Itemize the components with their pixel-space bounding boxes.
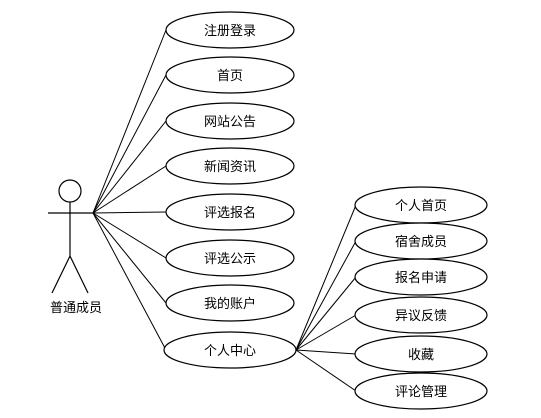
use-case-label: 宿舍成员 [395,234,447,250]
assoc-objection-feedback [295,314,357,351]
actor-name: 普通成员 [50,301,102,316]
actor-figure: 普通成员 [48,179,102,316]
actor-right-leg [69,255,89,294]
assoc-selection-publicity [92,212,167,259]
use-case-label: 评论管理 [395,385,447,400]
actor-head [58,179,82,203]
use-case-signup-application: 报名申请 [354,258,488,296]
use-case-personal-center: 个人中心 [163,331,297,369]
assoc-selection-signup [92,211,167,214]
use-case-objection-feedback: 异议反馈 [354,296,488,334]
use-case-label: 个人中心 [204,344,256,359]
assoc-comment-management [295,349,357,392]
assoc-my-account [92,212,167,304]
use-case-label: 网站公告 [204,115,256,130]
use-case-comment-management: 评论管理 [354,372,488,410]
use-case-label: 异议反馈 [395,309,447,324]
assoc-personal-home [295,204,357,351]
assoc-personal-center [92,212,167,351]
use-case-label: 我的账户 [204,296,256,312]
use-case-label: 报名申请 [395,270,447,286]
use-case-label: 评选公示 [204,252,256,267]
assoc-site-announcement [92,120,167,214]
assoc-news [92,165,167,214]
actor-associations [92,29,167,351]
use-case-dorm-members: 宿舍成员 [354,222,488,260]
actor-left-leg [51,255,71,294]
assoc-register-login [92,29,167,214]
use-case-label: 注册登录 [204,24,256,39]
use-case-selection-signup: 评选报名 [165,193,295,231]
use-case-label: 评选报名 [204,205,256,221]
assoc-home [92,74,167,214]
use-case-label: 首页 [217,69,243,84]
use-case-favorites: 收藏 [354,335,488,373]
use-case-register-login: 注册登录 [165,11,295,49]
personal-center-associations [295,204,357,392]
use-case-my-account: 我的账户 [165,284,295,322]
assoc-signup-application [295,276,357,351]
use-case-home: 首页 [165,56,295,94]
use-case-label: 个人首页 [395,199,447,214]
assoc-favorites [295,349,357,355]
use-case-site-announcement: 网站公告 [165,102,295,140]
use-case-label: 收藏 [408,348,434,363]
use-case-selection-publicity: 评选公示 [165,239,295,277]
use-case-personal-home: 个人首页 [354,186,488,224]
assoc-dorm-members [295,240,357,351]
use-case-news: 新闻资讯 [165,147,295,185]
use-case-label: 新闻资讯 [204,159,256,175]
